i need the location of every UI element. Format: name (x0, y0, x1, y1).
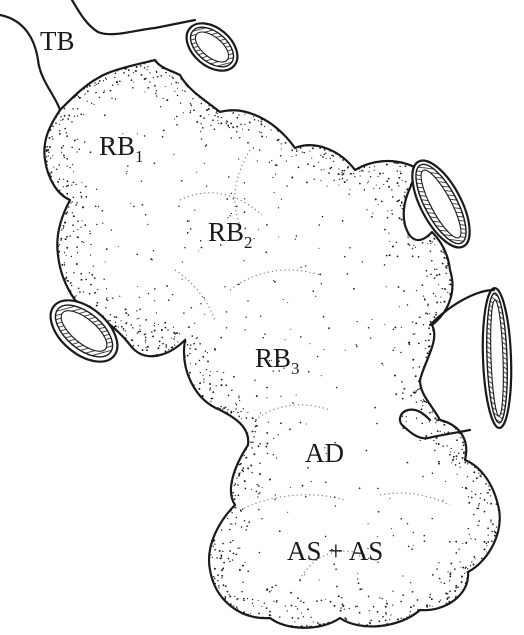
label-ad: AD (305, 438, 344, 468)
label-rb1-sub: 1 (135, 147, 144, 166)
side-branch-outline (400, 290, 494, 438)
cut-end-right-upper (401, 152, 481, 256)
label-rb3-base: RB (255, 343, 291, 373)
terminal-bronchiole-stalk (0, 0, 195, 110)
cut-end-left (39, 288, 128, 373)
cut-end-top (178, 14, 247, 80)
label-rb2-sub: 2 (244, 233, 253, 252)
label-rb2: RB2 (208, 217, 253, 252)
label-rb1: RB1 (99, 131, 144, 166)
label-rb1-base: RB (99, 131, 135, 161)
cut-end-right-lower (481, 288, 514, 429)
label-rb3-sub: 3 (291, 359, 300, 378)
label-as-pair: AS + AS (287, 536, 383, 566)
lobe-boundaries (175, 150, 450, 580)
label-tb: TB (40, 26, 75, 56)
label-rb2-base: RB (208, 217, 244, 247)
label-rb3: RB3 (255, 343, 300, 378)
